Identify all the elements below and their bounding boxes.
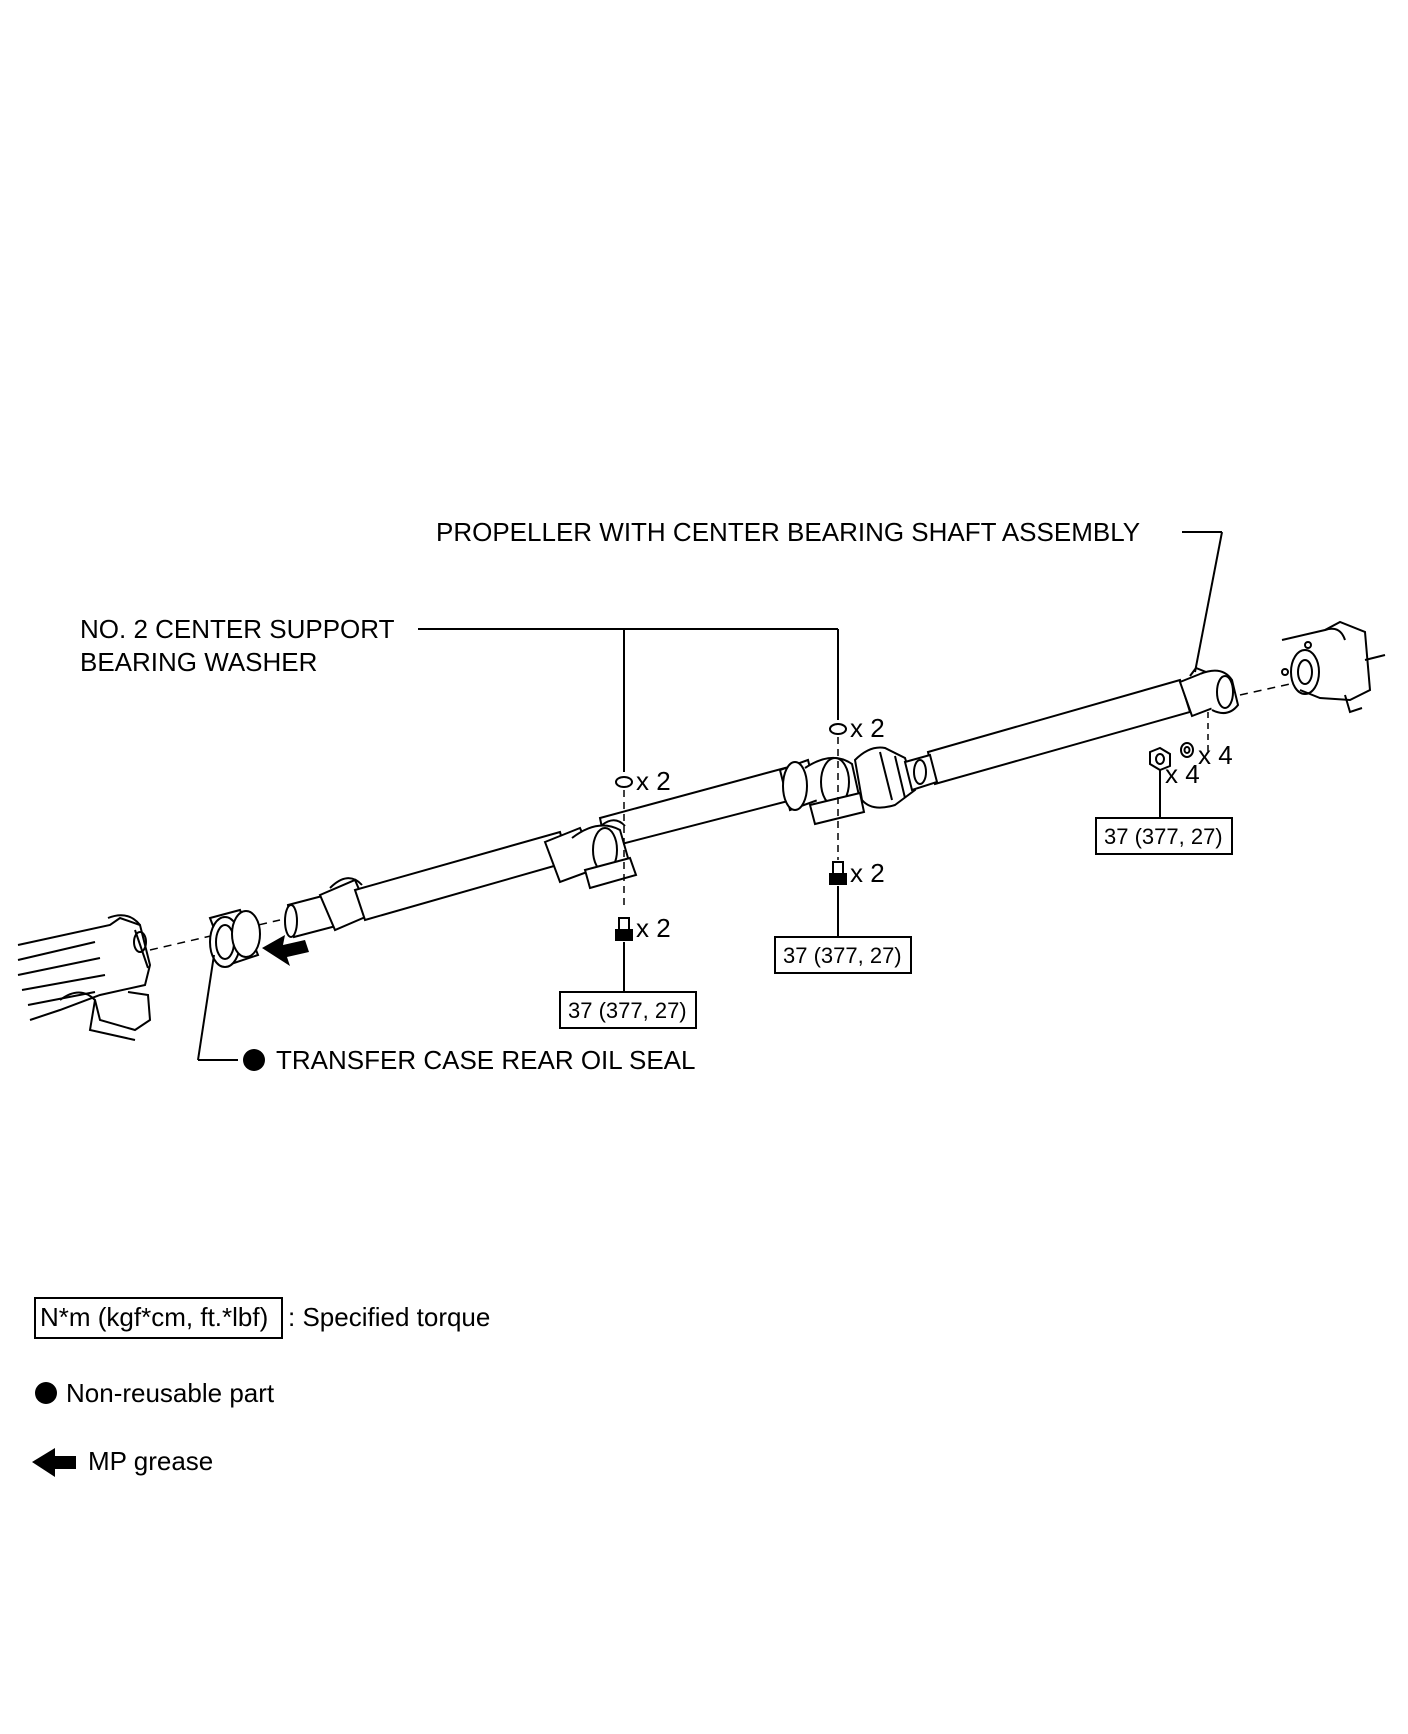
legend-grease-arrow-icon	[32, 1448, 76, 1477]
washer-label-line2: BEARING WASHER	[80, 647, 317, 677]
washer-right-qty: x 2	[850, 713, 885, 743]
legend-torque-box	[34, 1297, 283, 1339]
washer-left-icon	[615, 776, 633, 788]
propeller-leader-v	[1194, 531, 1223, 673]
non-reusable-icon	[243, 1049, 265, 1071]
flange-nut-qty: x 4	[1165, 759, 1200, 789]
legend-non-reusable: Non-reusable part	[66, 1378, 275, 1408]
legend-torque-units: N*m (kgf*cm, ft.*lbf)	[40, 1302, 268, 1332]
grease-arrow-icon	[262, 935, 309, 966]
legend-torque-desc: : Specified torque	[288, 1302, 490, 1332]
bolt-left-icon	[615, 917, 633, 941]
rear-flange-drawing	[1178, 666, 1240, 718]
left-center-bearing-drawing	[543, 819, 638, 890]
torque-left-value: 37 (377, 27)	[568, 998, 687, 1023]
transfer-case-drawing	[17, 914, 152, 1041]
torque-box-flange	[1095, 817, 1233, 855]
torque-right-value: 37 (377, 27)	[783, 943, 902, 968]
washer-right-icon	[829, 723, 847, 735]
washer-label-line1: NO. 2 CENTER SUPPORT	[80, 614, 395, 644]
bolt-right-qty: x 2	[850, 858, 885, 888]
flange-washer-icon	[1180, 742, 1194, 758]
propeller-assembly-label: PROPELLER WITH CENTER BEARING SHAFT ASSE…	[436, 517, 1140, 547]
legend-non-reusable-icon	[35, 1382, 57, 1404]
oil-seal-drawing	[208, 908, 261, 968]
oil-seal-label: TRANSFER CASE REAR OIL SEAL	[276, 1045, 695, 1075]
flange-nut-icon	[1149, 746, 1171, 772]
right-center-bearing-drawing	[778, 746, 939, 826]
centerline-right	[1239, 683, 1291, 696]
torque-flange-value: 37 (377, 27)	[1104, 824, 1223, 849]
bolt-left-qty: x 2	[636, 913, 671, 943]
torque-box-right	[774, 936, 912, 974]
flange-washer-qty: x 4	[1198, 740, 1233, 770]
oil-seal-leader	[197, 954, 215, 1061]
rear-differential-drawing	[1281, 620, 1386, 714]
washer-leader-lines	[418, 628, 839, 772]
bolt-right-icon	[829, 861, 847, 885]
front-shaft-drawing	[284, 678, 1192, 939]
legend-mp-grease: MP grease	[88, 1446, 213, 1476]
torque-box-left	[559, 991, 697, 1029]
washer-left-qty: x 2	[636, 766, 671, 796]
